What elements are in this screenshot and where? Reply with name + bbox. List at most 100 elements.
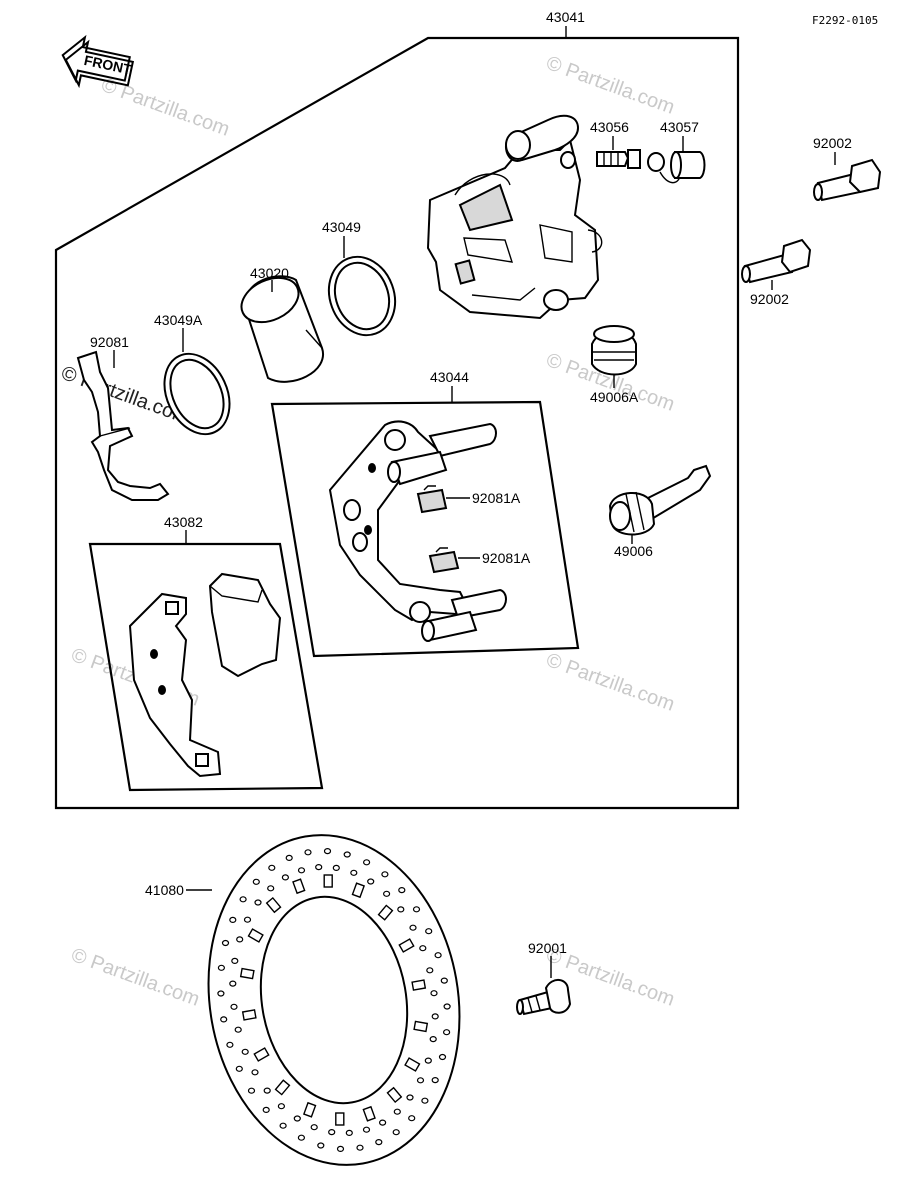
disc-hole (426, 967, 434, 974)
disc-hole (281, 874, 289, 881)
disc-hole (243, 916, 252, 923)
disc-hole (412, 906, 421, 913)
label-43044: 43044 (430, 369, 469, 385)
disc-slot (351, 882, 366, 899)
disc-hole (431, 1076, 439, 1084)
disc-hole (350, 869, 358, 876)
piston (240, 275, 325, 383)
disc-hole (247, 1087, 256, 1094)
disc-hole (443, 1003, 451, 1010)
disc-hole (241, 1048, 249, 1055)
bolt-92002-top (813, 158, 882, 202)
pad-clip-1 (416, 485, 448, 514)
label-43056: 43056 (590, 119, 629, 135)
disc-slot (377, 904, 394, 921)
label-49006: 49006 (614, 543, 653, 559)
disc-hole (379, 1119, 387, 1126)
disc-hole (252, 878, 260, 885)
disc-hole (406, 1094, 414, 1101)
label-92081: 92081 (90, 334, 129, 350)
disc-hole (397, 906, 405, 913)
disc-hole (262, 1106, 270, 1114)
screw-92001 (516, 979, 572, 1016)
disc-slot (404, 1057, 421, 1072)
label-49006a: 49006A (590, 389, 639, 405)
disc-hole (425, 928, 433, 935)
disc-hole (297, 1134, 305, 1141)
disc-hole (336, 1145, 345, 1153)
disc-hole (251, 1069, 259, 1076)
piston-seal (327, 255, 397, 337)
disc-hole (440, 977, 448, 984)
bracket-assembly-outline (270, 400, 580, 658)
disc-hole (367, 878, 375, 885)
disc-hole (438, 1053, 447, 1061)
label-43049: 43049 (322, 219, 361, 235)
disc-slot (413, 1020, 429, 1033)
disc-hole (345, 1129, 353, 1137)
disc-hole (230, 1003, 238, 1010)
disc-slot (335, 1112, 345, 1126)
label-43049a: 43049A (154, 312, 203, 328)
watermark: © Partzilla.com (543, 52, 677, 119)
disc-hole (217, 964, 225, 971)
disc-slot (411, 979, 427, 991)
disc-slot (253, 1047, 270, 1062)
label-92002-top: 92002 (813, 135, 852, 151)
disc-slot (292, 878, 306, 895)
caliper-bracket (328, 420, 507, 642)
disc-hole (332, 864, 340, 872)
disc-hole (421, 1097, 429, 1104)
disc-hole (235, 1065, 243, 1072)
disc-hole (236, 936, 244, 943)
label-92081a-2: 92081A (482, 550, 531, 566)
disc-slot (386, 1086, 403, 1104)
disc-hole (217, 990, 225, 997)
disc-hole (431, 1013, 439, 1020)
disc-hole (297, 867, 306, 874)
disc-hole (254, 899, 262, 906)
label-43020: 43020 (250, 265, 289, 281)
label-43041: 43041 (546, 9, 585, 25)
disc-hole (220, 1016, 228, 1023)
label-43082: 43082 (164, 514, 203, 530)
disc-slot (362, 1105, 376, 1122)
disc-hole (416, 1077, 425, 1084)
disc-hole (315, 863, 323, 871)
disc-hole (409, 924, 417, 931)
disc-hole (239, 896, 247, 903)
disc-hole (362, 1126, 371, 1133)
disc-hole (231, 957, 239, 965)
disc-slot (265, 896, 282, 914)
disc-hole (267, 885, 275, 892)
caliper-assembly-outline (54, 36, 740, 810)
brake-pads (128, 572, 282, 778)
disc-hole (279, 1122, 287, 1129)
pad-clip-2 (428, 547, 460, 574)
pad-set-outline (88, 542, 324, 792)
caliper-body (426, 114, 603, 320)
disc-hole (393, 1108, 401, 1115)
disc-hole (268, 864, 276, 871)
disc-hole (363, 859, 371, 866)
disc-hole (424, 1057, 432, 1064)
disc-hole (392, 1129, 400, 1136)
front-arrow: FRONT (61, 34, 135, 89)
disc-hole (419, 945, 427, 952)
disc-hole (429, 1035, 437, 1043)
disc-hole (398, 886, 406, 894)
disc-hole (304, 849, 312, 856)
disc-slot (241, 1009, 257, 1021)
disc-hole (229, 980, 237, 987)
disc-slot (302, 1101, 317, 1118)
disc-hole (408, 1115, 416, 1122)
disc-slot (323, 874, 333, 888)
bleed-cap (647, 151, 706, 184)
boot-49006a (591, 325, 637, 376)
label-43057: 43057 (660, 119, 699, 135)
disc-hole (221, 939, 230, 947)
brake-disc (207, 834, 461, 1166)
disc-hole (430, 990, 438, 997)
